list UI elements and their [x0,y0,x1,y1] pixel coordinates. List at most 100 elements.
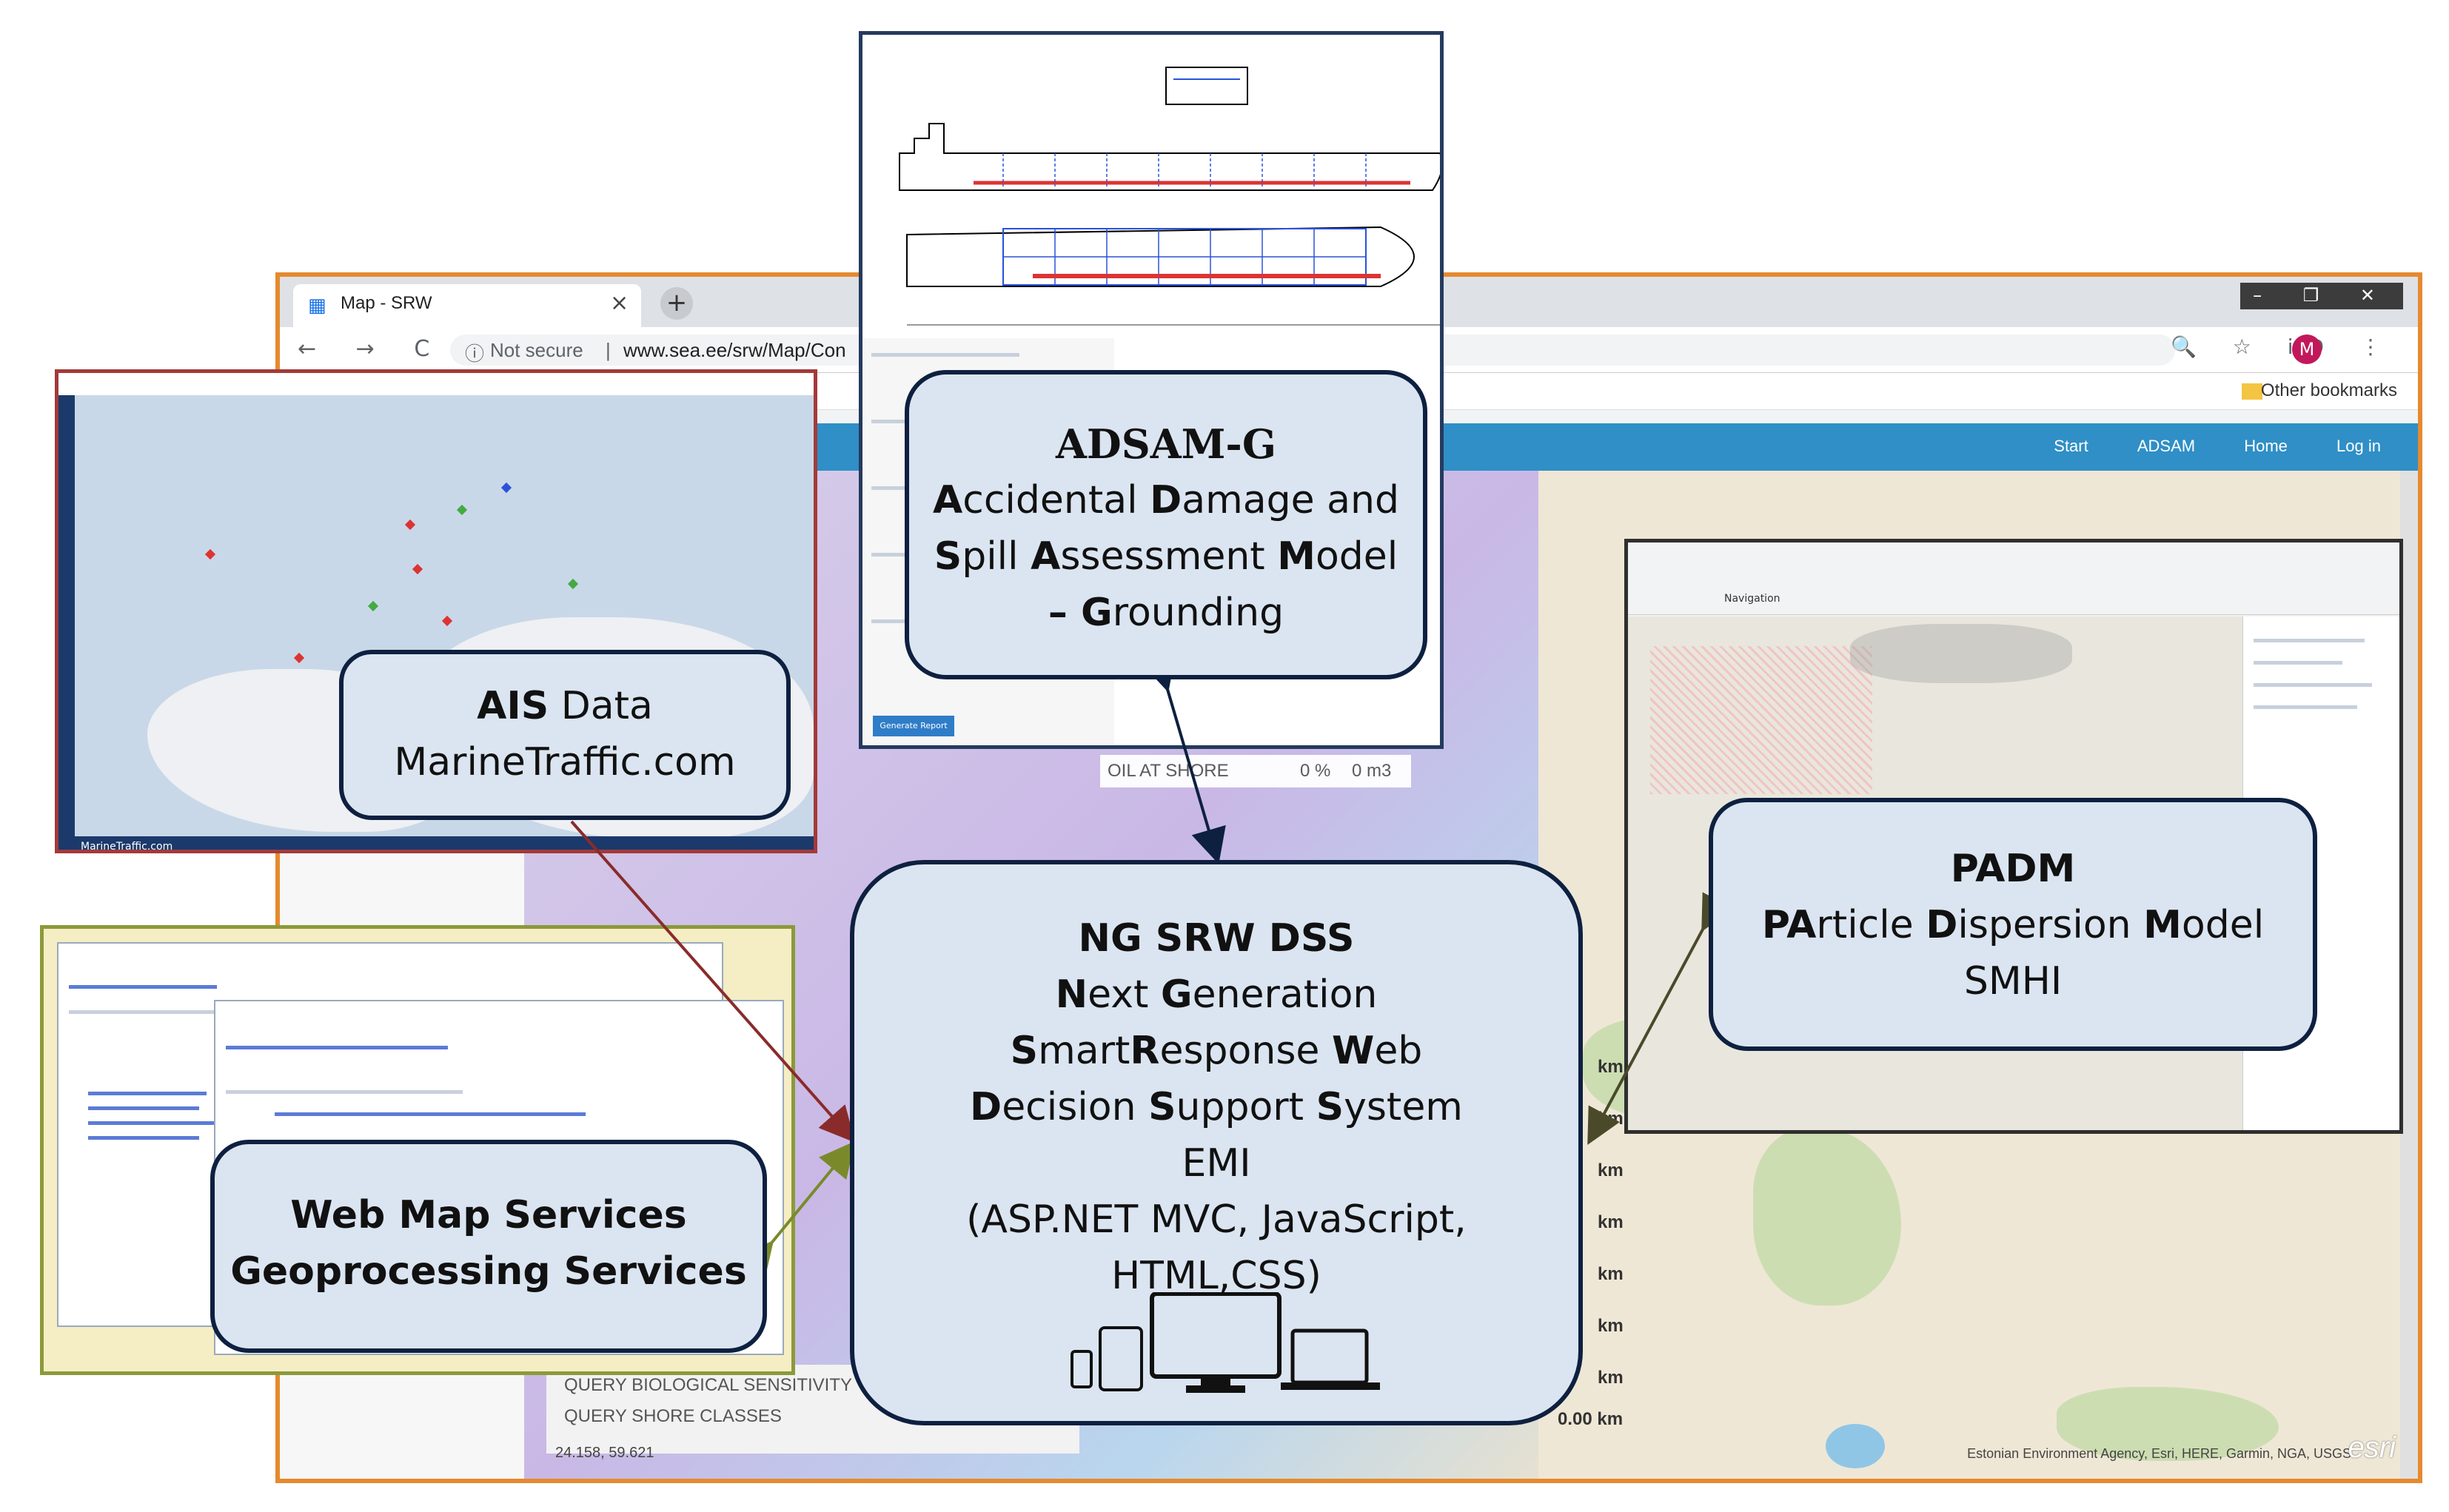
adsam-line: Accidental Damage and [909,472,1423,528]
callout-text-segment: W [1331,1029,1375,1073]
ais-sidebar [58,395,75,839]
page-scrollbar[interactable] [2400,471,2418,1479]
adsam-title: ADSAM-G [1056,420,1276,468]
oil-volume: 0 m3 [1352,761,1392,781]
callout-text-segment: amage and [1182,478,1399,523]
map-forest-patch [2057,1387,2279,1461]
navigation-icons[interactable]: ← → C [298,336,446,362]
distance-unit: km [1598,1212,1624,1232]
coordinate-readout: 24.158, 59.621 [555,1445,654,1461]
callout-text-segment: S [1316,1085,1344,1129]
tab-title: Map - SRW [341,293,432,313]
profile-avatar[interactable]: M [2292,335,2322,364]
scale-readout: 0.00 km [1558,1409,1624,1429]
callout-text-segment: mart [1038,1029,1130,1073]
callout-text-segment: ispersion [1957,903,2144,947]
callout-text-segment: esponse [1159,1029,1332,1073]
map-icon: ▦ [308,295,326,317]
ng-line: (ASP.NET MVC, JavaScript, [854,1192,1578,1248]
callout-text-segment: S [934,534,962,579]
nav-start[interactable]: Start [2054,437,2088,455]
callout-text-segment: HTML,CSS) [1111,1254,1321,1298]
ng-line: Decision Support System [854,1079,1578,1135]
dispersion-particles [1850,624,2072,683]
arrow-wms-dss [737,1140,856,1280]
callout-text-segment: upport [1176,1085,1316,1129]
callout-text-segment: rounding [1112,591,1284,635]
callout-text-segment: M [1277,534,1316,579]
arrow-padm-dss [1587,892,1735,1146]
callout-ng-srw-dss: NG SRW DSS Next Generation SmartResponse… [850,860,1583,1425]
callout-text-segment: ext [1088,972,1161,1017]
distance-unit: km [1598,1160,1624,1180]
callout-text-segment: EMI [1182,1141,1251,1186]
callout-text-segment: rticle [1816,903,1926,947]
tab-map-srw[interactable]: ▦ Map - SRW × [293,284,641,327]
ng-line: EMI [854,1135,1578,1192]
ais-source: MarineTraffic.com [394,740,736,784]
callout-web-map-services: Web Map Services Geoprocessing Services [210,1140,767,1353]
toolbar-icons[interactable]: 🔍 ☆ iD ⋮ [2170,335,2396,359]
wms-line-1: Web Map Services [290,1193,687,1237]
callout-text-segment: ccidental [962,478,1150,523]
devices-icon [1071,1292,1380,1393]
esri-logo: esri [2348,1431,2396,1464]
padm-line: SMHI [1713,953,2313,1009]
callout-text-segment: ystem [1344,1085,1463,1129]
ng-line: Next Generation [854,967,1578,1023]
wms-line-2: Geoprocessing Services [230,1249,747,1294]
other-bookmarks[interactable]: Other bookmarks [2260,380,2397,400]
nav-home[interactable]: Home [2244,437,2288,455]
callout-text-segment: (ASP.NET MVC, JavaScript, [966,1197,1467,1242]
distance-unit: km [1598,1368,1624,1388]
callout-text-segment: PA [1761,903,1817,947]
query-shore-classes[interactable]: QUERY SHORE CLASSES [564,1406,782,1426]
window-controls[interactable]: – ❐ ✕ [2240,283,2403,309]
callout-text-segment: A [1031,534,1061,579]
callout-text-segment: SMHI [1963,959,2063,1004]
distance-unit: km [1598,1264,1624,1284]
callout-text-segment: D [1150,478,1182,523]
callout-text-segment: pill [962,534,1031,579]
callout-text-segment: eb [1374,1029,1423,1073]
hatched-zone [1650,646,1872,794]
callout-text-segment: – G [1048,591,1113,635]
adsam-line: Spill Assessment Model [909,528,1423,585]
url-divider: | [606,339,611,361]
security-label: Not secure [490,339,583,361]
callout-text-segment: odel [2181,903,2265,947]
ng-title: NG SRW DSS [1078,916,1355,961]
callout-text-segment: D [1926,903,1958,947]
callout-ais-data: AIS Data MarineTraffic.com [339,650,791,820]
callout-text-segment: A [933,478,963,523]
padm-nav-title: Navigation [1724,593,1780,605]
generate-report-button[interactable]: Generate Report [873,716,954,736]
arrow-adsam-dss [1141,653,1226,864]
ship-drawing [899,67,1440,326]
ais-rest: Data [549,684,653,728]
info-icon: ⓘ [465,343,485,365]
callout-text-segment: ecision [1002,1085,1149,1129]
callout-text-segment: N [1055,972,1088,1017]
nav-adsam[interactable]: ADSAM [2137,437,2196,455]
ais-footer-label: MarineTraffic.com [81,841,173,853]
new-tab-button[interactable]: + [660,287,693,320]
nav-login[interactable]: Log in [2336,437,2381,455]
adsam-line: – Grounding [909,585,1423,641]
padm-title: PADM [1950,847,2076,891]
callout-text-segment: S [1148,1085,1176,1129]
ais-bold: AIS [477,684,549,728]
callout-text-segment: eneration [1192,972,1378,1017]
map-attribution: Estonian Environment Agency, Esri, HERE,… [1967,1446,2351,1461]
query-biological-sensitivity[interactable]: QUERY BIOLOGICAL SENSITIVITY [564,1375,853,1395]
callout-text-segment: ssessment [1060,534,1278,579]
callout-text-segment: M [2143,903,2182,947]
marinetraffic-topbar [58,373,814,395]
callout-adsam-g: ADSAM-G Accidental Damage and Spill Asse… [905,370,1427,679]
close-tab-icon[interactable]: × [610,290,629,316]
callout-text-segment: R [1130,1029,1160,1073]
ais-footer-bar: MarineTraffic.com [58,836,814,853]
callout-text-segment: odel [1315,534,1398,579]
map-lake [1826,1424,1885,1468]
